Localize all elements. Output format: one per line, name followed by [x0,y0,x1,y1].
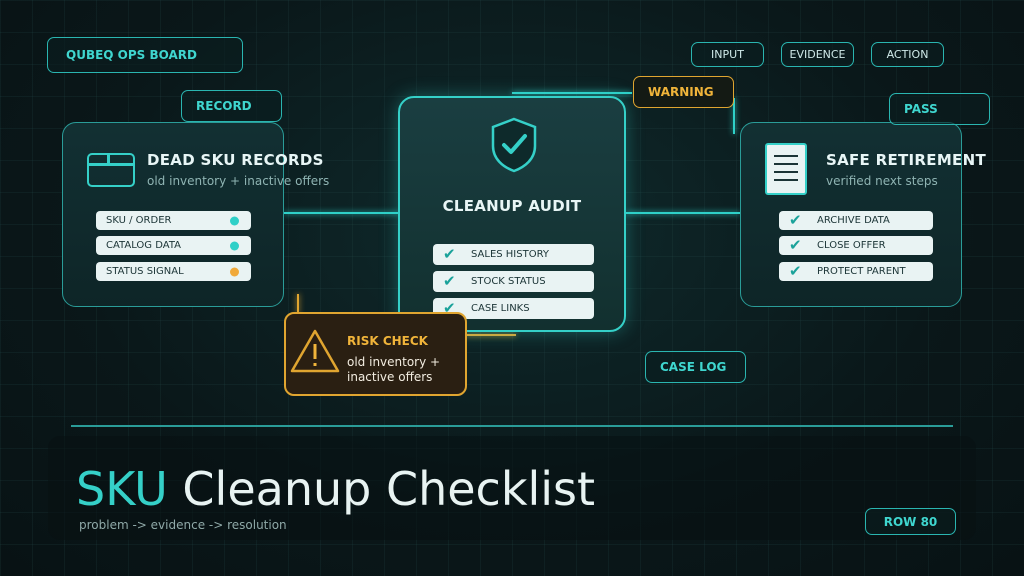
page-subtitle: problem -> evidence -> resolution [79,518,287,532]
pass-label: PASS [904,102,938,116]
evidence-tag: EVIDENCE [781,42,854,67]
list-item: CATALOG DATA [96,236,251,255]
safe-retirement-panel: SAFE RETIREMENT verified next steps ✔ AR… [740,122,986,307]
document-icon [765,143,807,195]
list-item-label: STOCK STATUS [471,276,546,287]
status-dot [230,216,239,225]
list-item-label: CLOSE OFFER [817,240,886,251]
connector-risk-horizontal [466,334,516,336]
list-item-label: SKU / ORDER [106,215,172,226]
list-item: SKU / ORDER [96,211,251,230]
warning-tag: WARNING [633,76,734,108]
evidence-label: EVIDENCE [789,48,846,61]
ops-board-label: QUBEQ OPS BOARD [66,48,197,62]
input-label: INPUT [711,48,744,61]
check-icon: ✔ [443,244,456,263]
row-label: ROW 80 [883,514,938,529]
warning-label: WARNING [648,85,714,99]
list-item-label: PROTECT PARENT [817,266,906,277]
list-item: STATUS SIGNAL [96,262,251,281]
list-item-label: ARCHIVE DATA [817,215,890,226]
connector-right [626,212,740,214]
list-item-label: CASE LINKS [471,303,530,314]
footer-band [48,436,976,540]
window-icon [87,153,135,187]
dead-sku-records-subtitle: old inventory + inactive offers [147,174,330,188]
warning-triangle-icon [290,329,340,373]
safe-retirement-title: SAFE RETIREMENT [826,151,986,169]
check-icon: ✔ [789,210,802,229]
list-item: ✔ ARCHIVE DATA [779,211,933,230]
connector-top [512,92,632,94]
case-log-tag: CASE LOG [645,351,746,383]
shield-check-icon [491,117,537,173]
cleanup-audit-title: CLEANUP AUDIT [442,197,582,215]
status-dot [230,267,239,276]
dead-sku-records-title: DEAD SKU RECORDS [147,151,324,169]
case-log-label: CASE LOG [660,360,727,374]
record-label: RECORD [196,99,252,113]
dead-sku-records-panel: DEAD SKU RECORDS old inventory + inactiv… [62,122,329,307]
record-tag: RECORD [181,90,282,122]
cleanup-audit-panel: CLEANUP AUDIT ✔ SALES HISTORY ✔ STOCK ST… [398,96,626,332]
risk-check-line1: old inventory + [347,355,441,369]
list-item: ✔ SALES HISTORY [433,244,594,265]
list-item-label: STATUS SIGNAL [106,266,184,277]
action-tag: ACTION [871,42,944,67]
check-icon: ✔ [789,261,802,280]
row-tag: ROW 80 [865,508,956,535]
risk-check-line2: inactive offers [347,370,433,384]
action-label: ACTION [886,48,929,61]
page-title-rest: Cleanup Checklist [167,462,596,516]
divider [71,425,953,427]
pass-tag: PASS [889,93,990,125]
page-title-accent: SKU [76,462,168,516]
page-title: SKU Cleanup Checklist [76,463,595,515]
risk-check-title: RISK CHECK [347,334,428,348]
check-icon: ✔ [789,235,802,254]
connector-left [284,212,400,214]
list-item: ✔ PROTECT PARENT [779,262,933,281]
connector-risk-vertical [297,294,299,314]
risk-check-box: RISK CHECK old inventory + inactive offe… [284,312,467,396]
list-item: ✔ CLOSE OFFER [779,236,933,255]
list-item-label: SALES HISTORY [471,249,550,260]
list-item-label: CATALOG DATA [106,240,181,251]
connector-top-right [733,98,735,134]
input-tag: INPUT [691,42,764,67]
check-icon: ✔ [443,271,456,290]
status-dot [230,241,239,250]
ops-board-tag: QUBEQ OPS BOARD [47,37,243,73]
list-item: ✔ STOCK STATUS [433,271,594,292]
safe-retirement-subtitle: verified next steps [826,174,938,188]
